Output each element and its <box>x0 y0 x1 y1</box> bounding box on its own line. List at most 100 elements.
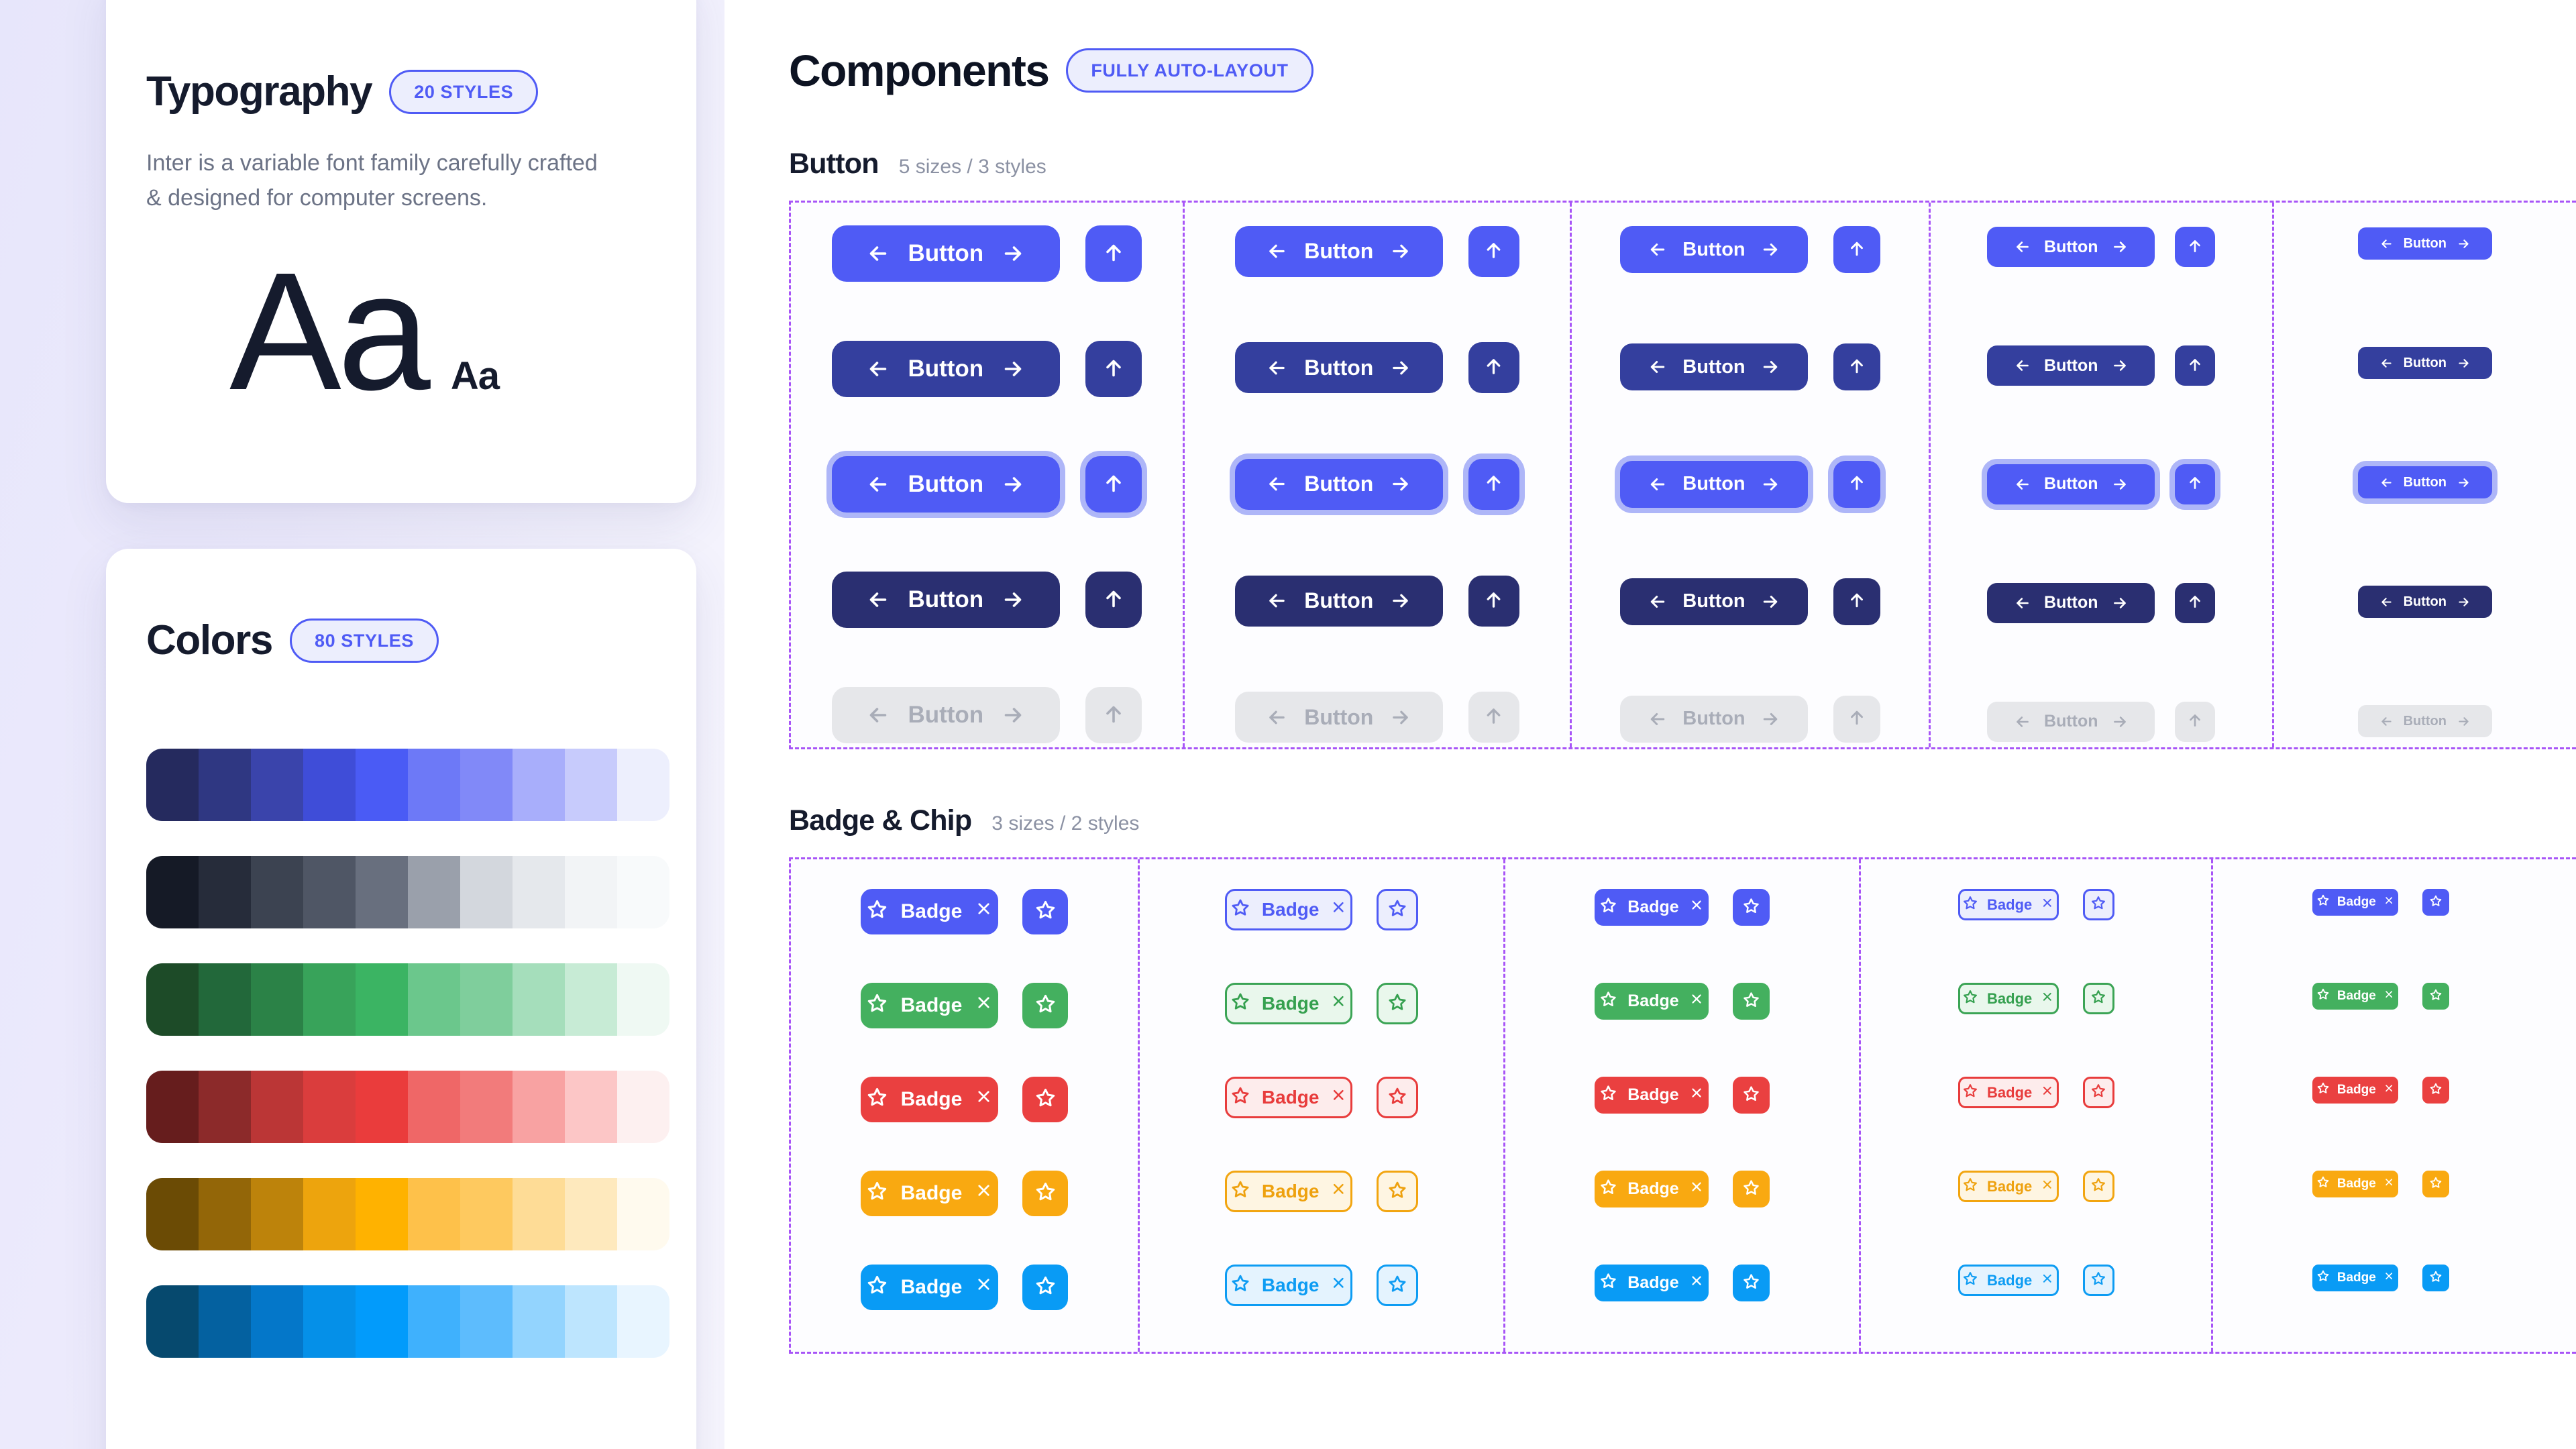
icon-button-dark-md[interactable] <box>1833 343 1880 391</box>
icon-button-darkest-xl[interactable] <box>1085 572 1142 628</box>
icon-button-dark-sm[interactable] <box>2175 345 2216 386</box>
icon-badge-indigo-xl[interactable] <box>1022 889 1068 934</box>
color-swatch[interactable] <box>303 963 356 1036</box>
close-icon[interactable] <box>975 994 993 1017</box>
close-icon[interactable] <box>2041 990 2054 1008</box>
color-swatch[interactable] <box>565 856 617 928</box>
button-primary-xl[interactable]: Button <box>831 225 1060 282</box>
badge-green-sm[interactable]: Badge <box>1957 983 2059 1014</box>
icon-badge-red-xs[interactable] <box>2422 1077 2449 1104</box>
color-swatch[interactable] <box>146 963 199 1036</box>
badge-amber-md[interactable]: Badge <box>1595 1171 1709 1208</box>
badge-red-xl[interactable]: Badge <box>861 1077 998 1122</box>
color-swatch[interactable] <box>565 1071 617 1143</box>
color-swatch[interactable] <box>251 1071 303 1143</box>
color-swatch[interactable] <box>356 749 408 821</box>
icon-badge-red-lg[interactable] <box>1377 1077 1418 1118</box>
badge-sky-xl[interactable]: Badge <box>861 1265 998 1310</box>
icon-badge-indigo-sm[interactable] <box>2082 889 2114 920</box>
icon-button-dark-xl[interactable] <box>1085 341 1142 397</box>
color-swatch[interactable] <box>408 749 460 821</box>
color-swatch[interactable] <box>513 1071 565 1143</box>
icon-badge-green-sm[interactable] <box>2082 983 2114 1014</box>
close-icon[interactable] <box>2383 989 2394 1004</box>
color-swatch[interactable] <box>513 749 565 821</box>
icon-badge-green-lg[interactable] <box>1377 983 1418 1024</box>
icon-badge-amber-sm[interactable] <box>2082 1171 2114 1202</box>
icon-badge-red-sm[interactable] <box>2082 1077 2114 1108</box>
badge-amber-xs[interactable]: Badge <box>2312 1171 2398 1197</box>
colors-styles-badge[interactable]: 80 STYLES <box>289 619 439 663</box>
button-focus-sm[interactable]: Button <box>1987 464 2155 504</box>
color-swatch[interactable] <box>460 1178 513 1250</box>
icon-badge-red-xl[interactable] <box>1022 1077 1068 1122</box>
icon-badge-green-xs[interactable] <box>2422 983 2449 1010</box>
color-swatch[interactable] <box>460 856 513 928</box>
color-swatch[interactable] <box>408 1071 460 1143</box>
color-swatch[interactable] <box>303 749 356 821</box>
close-icon[interactable] <box>2383 1271 2394 1285</box>
color-swatch[interactable] <box>303 1071 356 1143</box>
close-icon[interactable] <box>1689 898 1704 917</box>
badge-indigo-xl[interactable]: Badge <box>861 889 998 934</box>
color-swatch[interactable] <box>565 1178 617 1250</box>
button-dark-sm[interactable]: Button <box>1987 345 2155 386</box>
color-swatch[interactable] <box>617 1285 669 1358</box>
icon-badge-amber-md[interactable] <box>1733 1171 1770 1208</box>
color-swatch[interactable] <box>303 856 356 928</box>
color-swatch[interactable] <box>408 856 460 928</box>
close-icon[interactable] <box>1689 1179 1704 1199</box>
close-icon[interactable] <box>1330 993 1347 1014</box>
color-swatch[interactable] <box>356 1071 408 1143</box>
color-swatch[interactable] <box>199 749 251 821</box>
color-swatch[interactable] <box>617 1178 669 1250</box>
badge-sky-xs[interactable]: Badge <box>2312 1265 2398 1291</box>
close-icon[interactable] <box>2041 1272 2054 1289</box>
color-swatch[interactable] <box>513 1178 565 1250</box>
button-darkest-sm[interactable]: Button <box>1987 582 2155 623</box>
badge-red-lg[interactable]: Badge <box>1225 1077 1352 1118</box>
badge-indigo-xs[interactable]: Badge <box>2312 889 2398 916</box>
icon-badge-sky-xl[interactable] <box>1022 1265 1068 1310</box>
close-icon[interactable] <box>1330 1087 1347 1108</box>
button-darkest-md[interactable]: Button <box>1619 578 1808 625</box>
badge-red-xs[interactable]: Badge <box>2312 1077 2398 1104</box>
color-swatch[interactable] <box>303 1285 356 1358</box>
icon-badge-indigo-xs[interactable] <box>2422 889 2449 916</box>
badge-amber-sm[interactable]: Badge <box>1957 1171 2059 1202</box>
icon-button-primary-md[interactable] <box>1833 226 1880 274</box>
button-primary-lg[interactable]: Button <box>1234 225 1443 277</box>
close-icon[interactable] <box>975 900 993 923</box>
color-swatch[interactable] <box>513 856 565 928</box>
color-swatch[interactable] <box>356 963 408 1036</box>
color-swatch[interactable] <box>408 1285 460 1358</box>
icon-badge-indigo-md[interactable] <box>1733 889 1770 926</box>
icon-badge-amber-xl[interactable] <box>1022 1171 1068 1216</box>
color-swatch[interactable] <box>356 1285 408 1358</box>
color-swatch[interactable] <box>146 1071 199 1143</box>
color-swatch[interactable] <box>617 1071 669 1143</box>
button-focus-md[interactable]: Button <box>1619 460 1808 508</box>
icon-button-darkest-md[interactable] <box>1833 578 1880 625</box>
color-swatch[interactable] <box>199 856 251 928</box>
color-swatch[interactable] <box>565 1285 617 1358</box>
icon-badge-red-md[interactable] <box>1733 1077 1770 1114</box>
color-swatch[interactable] <box>251 1285 303 1358</box>
icon-button-darkest-lg[interactable] <box>1468 575 1519 627</box>
color-swatch[interactable] <box>565 749 617 821</box>
color-swatch[interactable] <box>617 856 669 928</box>
color-swatch[interactable] <box>408 1178 460 1250</box>
icon-badge-sky-xs[interactable] <box>2422 1265 2449 1291</box>
color-swatch[interactable] <box>199 1178 251 1250</box>
button-dark-lg[interactable]: Button <box>1234 342 1443 394</box>
button-darkest-xl[interactable]: Button <box>831 572 1060 628</box>
button-dark-md[interactable]: Button <box>1619 343 1808 391</box>
close-icon[interactable] <box>975 1275 993 1299</box>
badge-sky-sm[interactable]: Badge <box>1957 1265 2059 1296</box>
button-darkest-xs[interactable]: Button <box>2357 586 2492 618</box>
icon-button-primary-lg[interactable] <box>1468 225 1519 277</box>
button-primary-xs[interactable]: Button <box>2357 227 2492 260</box>
close-icon[interactable] <box>1689 1273 1704 1293</box>
badge-green-lg[interactable]: Badge <box>1225 983 1352 1024</box>
button-primary-md[interactable]: Button <box>1619 226 1808 274</box>
